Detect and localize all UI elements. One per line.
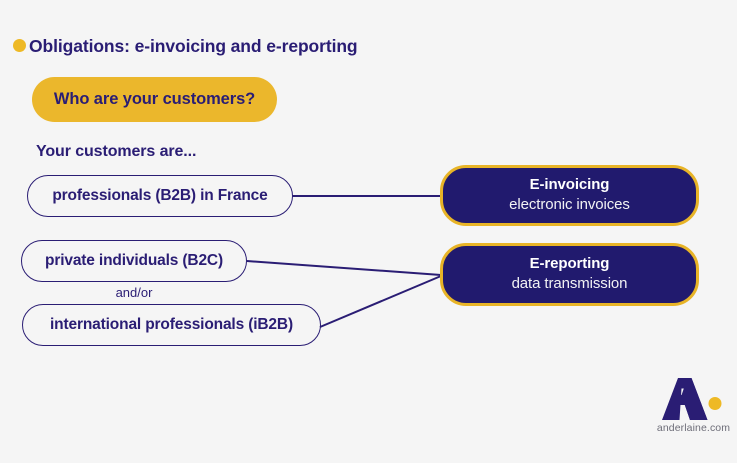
brand-logo: anderlaine.com: [650, 378, 737, 444]
connector-ib2b-to-ereporting: [319, 275, 442, 328]
customer-option-label: international professionals (iB2B): [50, 316, 293, 333]
subheading: Your customers are...: [36, 143, 197, 160]
question-banner-label: Who are your customers?: [53, 90, 256, 108]
letter-a-with-dot-icon: [662, 378, 722, 420]
outcome-subtitle: electronic invoices: [509, 196, 630, 214]
yellow-dot-icon: [13, 39, 26, 52]
customer-option-label: private individuals (B2C): [45, 252, 223, 269]
outcome-subtitle: data transmission: [511, 275, 628, 293]
customer-option-b2c[interactable]: private individuals (B2C): [21, 240, 247, 282]
outcome-e-reporting[interactable]: E-reporting data transmission: [440, 243, 699, 306]
outcome-title: E-invoicing: [529, 176, 610, 194]
connector-b2c-to-ereporting: [246, 260, 442, 276]
and-or-connector-label: and/or: [115, 285, 153, 300]
page-header: Obligations: e-invoicing and e-reporting: [0, 18, 737, 56]
question-banner: Who are your customers?: [32, 77, 277, 122]
page-title: Obligations: e-invoicing and e-reporting: [29, 36, 358, 56]
customer-option-b2b[interactable]: professionals (B2B) in France: [27, 175, 293, 217]
customer-option-label: professionals (B2B) in France: [52, 187, 268, 204]
customer-option-ib2b[interactable]: international professionals (iB2B): [22, 304, 321, 346]
outcome-e-invoicing[interactable]: E-invoicing electronic invoices: [440, 165, 699, 226]
outcome-title: E-reporting: [529, 255, 610, 273]
brand-domain-label: anderlaine.com: [656, 422, 731, 434]
